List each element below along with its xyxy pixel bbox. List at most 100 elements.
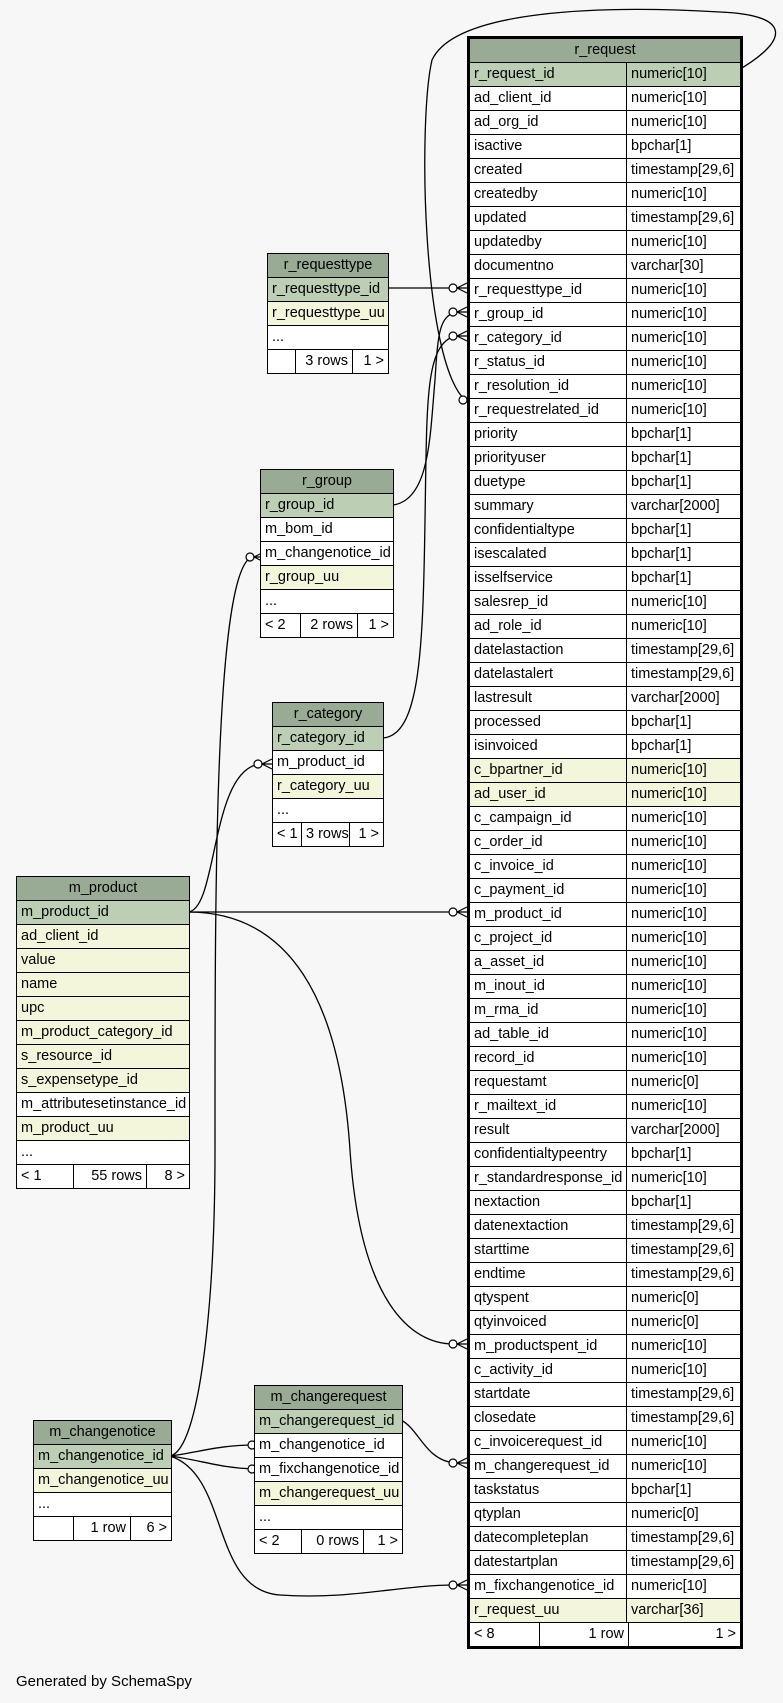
footer-children-link[interactable]: 1 > (377, 1533, 398, 1549)
footer-parents-link[interactable]: < 1 (273, 823, 302, 846)
column-row[interactable]: r_category_id (273, 727, 383, 751)
column-row[interactable]: s_resource_id (17, 1045, 189, 1069)
column-row[interactable]: ... (261, 590, 393, 614)
table-title[interactable]: m_changenotice (34, 1421, 171, 1445)
column-row[interactable]: ... (255, 1506, 402, 1530)
table-title[interactable]: r_group (261, 470, 393, 494)
column-row[interactable]: m_changenotice_id (261, 542, 393, 566)
footer-children-link[interactable]: 1 > (358, 826, 379, 842)
footer-children-link[interactable]: 1 > (363, 353, 384, 369)
footer-parents-link[interactable] (268, 350, 296, 373)
column-row[interactable]: m_attributesetinstance_id (17, 1093, 189, 1117)
table-title[interactable]: r_requesttype (268, 254, 388, 278)
column-row[interactable]: ... (17, 1141, 189, 1165)
column-row[interactable]: upc (17, 997, 189, 1021)
column-row[interactable]: value (17, 949, 189, 973)
footer-children-link[interactable]: 6 > (146, 1520, 167, 1536)
table-title[interactable]: r_category (273, 703, 383, 727)
column-row[interactable]: r_group_uu (261, 566, 393, 590)
column-row[interactable]: ... (273, 799, 383, 823)
column-row[interactable]: name (17, 973, 189, 997)
column-row[interactable]: r_category_uu (273, 775, 383, 799)
footer-children-link[interactable]: 1 > (715, 1626, 736, 1642)
footer-parents-link[interactable]: < 2 (261, 614, 301, 637)
table-title[interactable]: m_product (17, 877, 189, 901)
footer-children-link[interactable]: 8 > (164, 1168, 185, 1184)
column-row[interactable]: m_bom_id (261, 518, 393, 542)
footer-parents-link[interactable]: < 1 (17, 1165, 74, 1188)
footer-parents-link[interactable] (34, 1517, 74, 1540)
column-row[interactable]: m_changerequest_uu (255, 1482, 402, 1506)
table-title[interactable]: r_request (470, 39, 740, 63)
column-row[interactable]: m_fixchangenotice_id (255, 1458, 402, 1482)
column-row[interactable]: r_requesttype_id (268, 278, 388, 302)
column-row[interactable]: m_product_id (17, 901, 189, 925)
footer-parents-link[interactable]: < 8 (470, 1623, 540, 1646)
table-title[interactable]: m_changerequest (255, 1386, 402, 1410)
column-row[interactable]: s_expensetype_id (17, 1069, 189, 1093)
column-row[interactable]: m_product_uu (17, 1117, 189, 1141)
column-row[interactable]: ... (34, 1493, 171, 1517)
column-row[interactable]: ... (268, 326, 388, 350)
column-row[interactable]: m_product_id (273, 751, 383, 775)
column-row[interactable]: r_requesttype_uu (268, 302, 388, 326)
column-row[interactable]: r_group_id (261, 494, 393, 518)
